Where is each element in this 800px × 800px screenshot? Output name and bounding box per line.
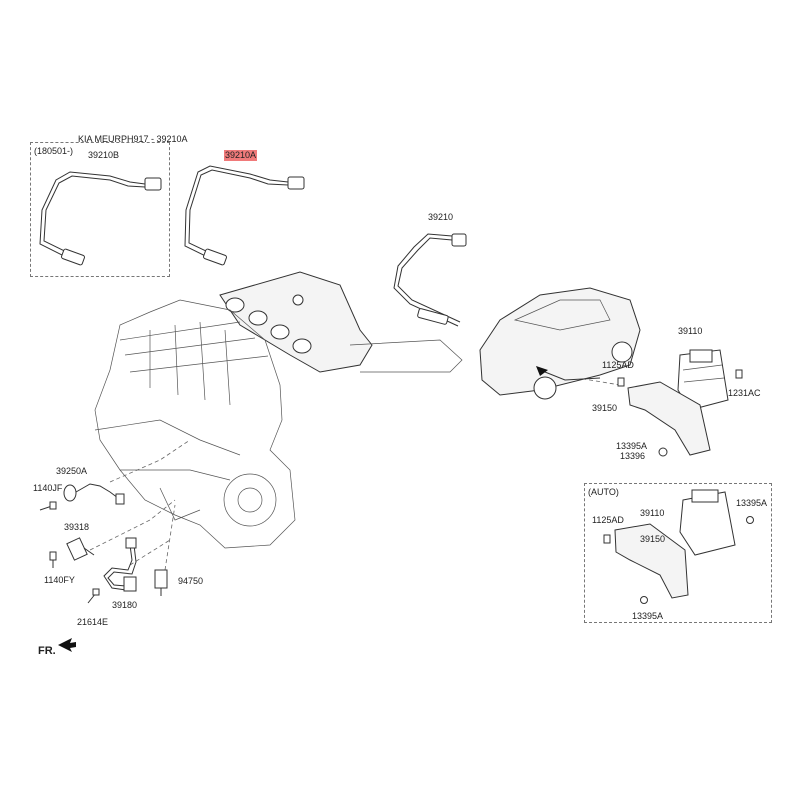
bolt-1140JF[interactable] bbox=[39, 501, 57, 511]
ecu-39110[interactable] bbox=[677, 349, 729, 411]
part-label-39180[interactable]: 39180 bbox=[112, 600, 138, 610]
part-label-1231AC[interactable]: 1231AC bbox=[728, 388, 761, 398]
part-label-94750[interactable]: 94750 bbox=[178, 576, 204, 586]
part-label-39318[interactable]: 39318 bbox=[64, 522, 90, 532]
cam-sensor-39318[interactable] bbox=[66, 537, 95, 561]
part-label-39210[interactable]: 39210 bbox=[428, 212, 454, 222]
bolt-1140FY[interactable] bbox=[49, 551, 57, 568]
crank-sensor-39180[interactable] bbox=[103, 537, 137, 592]
auto-part-label-39150[interactable]: 39150 bbox=[640, 534, 666, 544]
part-label-39150[interactable]: 39150 bbox=[592, 403, 618, 413]
oxygen-sensor-39210B[interactable] bbox=[39, 171, 162, 266]
group-label-auto: (AUTO) bbox=[588, 487, 619, 497]
part-label-1140JF[interactable]: 1140JF bbox=[33, 483, 63, 493]
engine-block bbox=[94, 299, 296, 549]
bolt-1125AD[interactable] bbox=[617, 377, 625, 387]
part-label-1140FY[interactable]: 1140FY bbox=[44, 575, 75, 585]
auto-nut-13395A-top[interactable] bbox=[746, 516, 754, 524]
nut-13396[interactable] bbox=[658, 447, 668, 457]
bracket-39150[interactable] bbox=[627, 381, 711, 456]
knock-sensor-39250A[interactable] bbox=[63, 483, 125, 505]
auto-part-label-13395A-top[interactable]: 13395A bbox=[736, 498, 768, 508]
auto-part-label-39110[interactable]: 39110 bbox=[640, 508, 665, 518]
leader-lines bbox=[89, 359, 621, 571]
group-box-date bbox=[30, 142, 170, 277]
part-label-13396[interactable]: 13396 bbox=[620, 451, 646, 461]
part-label-21614E[interactable]: 21614E bbox=[77, 617, 109, 627]
part-label-39210B[interactable]: 39210B bbox=[88, 150, 120, 160]
part-label-39110[interactable]: 39110 bbox=[678, 326, 703, 336]
exhaust-manifold bbox=[219, 271, 463, 373]
auto-bracket-39150[interactable] bbox=[614, 523, 689, 599]
part-label-39210A-highlighted[interactable]: 39210A bbox=[224, 150, 258, 161]
oxygen-sensor-39210A[interactable] bbox=[184, 165, 305, 266]
front-arrow-icon bbox=[58, 638, 76, 652]
auto-part-label-1125AD[interactable]: 1125AD bbox=[592, 515, 624, 525]
front-indicator-label: FR. bbox=[38, 645, 56, 657]
auto-bolt-1125AD[interactable] bbox=[603, 534, 611, 544]
auto-ecu-39110[interactable] bbox=[679, 489, 736, 556]
diagram-title: KIA MEURPH917 - 39210A bbox=[78, 134, 188, 144]
group-label-date: (180501-) bbox=[34, 146, 74, 156]
sensor-94750[interactable] bbox=[154, 569, 168, 596]
part-label-1125AD[interactable]: 1125AD bbox=[602, 360, 634, 370]
vehicle-illustration bbox=[479, 287, 641, 400]
oxygen-sensor-39210[interactable] bbox=[393, 233, 467, 327]
bolt-1231AC[interactable] bbox=[735, 369, 743, 379]
auto-nut-13395A-bottom[interactable] bbox=[640, 596, 648, 604]
group-box-auto bbox=[584, 483, 772, 623]
part-label-13395A[interactable]: 13395A bbox=[616, 441, 648, 451]
bolt-21614E[interactable] bbox=[87, 588, 100, 604]
auto-part-label-13395A-bottom[interactable]: 13395A bbox=[632, 611, 664, 621]
part-label-39250A[interactable]: 39250A bbox=[56, 466, 88, 476]
